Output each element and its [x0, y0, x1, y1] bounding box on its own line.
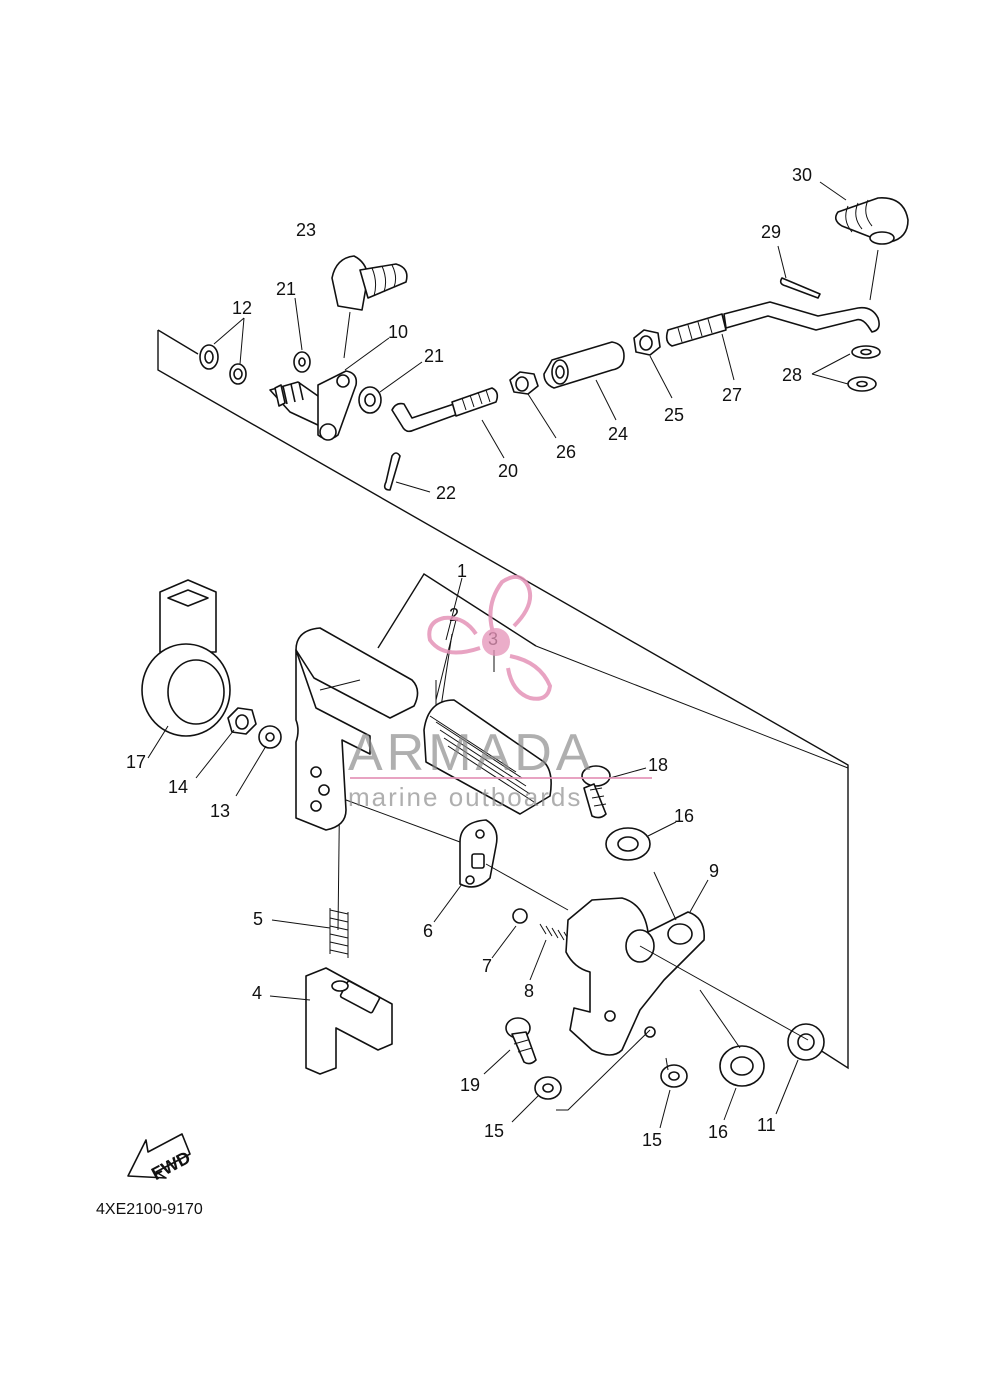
callout-25: 25: [664, 405, 684, 425]
part-5-spring: [329, 908, 349, 958]
part-23-boot: [331, 255, 408, 311]
armada-watermark: ARMADA marine outboards: [348, 574, 652, 812]
part-11-washer: [787, 1023, 825, 1061]
part-15-washer-right: [660, 1064, 688, 1088]
callout-21b: 21: [424, 346, 444, 366]
callout-26: 26: [556, 442, 576, 462]
propeller-logo-icon: [427, 574, 553, 701]
part-20-rod: [391, 387, 499, 433]
part-13-washer: [258, 725, 282, 749]
watermark-tagline: marine outboards: [348, 782, 582, 812]
lower-leaders: [147, 577, 809, 1129]
callout-1: 1: [457, 561, 467, 581]
callout-18: 18: [648, 755, 668, 775]
callout-20: 20: [498, 461, 518, 481]
callout-15a: 15: [484, 1121, 504, 1141]
part-22-pin: [383, 452, 401, 491]
watermark-brand: ARMADA: [348, 724, 594, 782]
callout-labels: 1 2 3 4 5 6 7 8 9 10 11 12 13 14 15 15 1…: [126, 165, 812, 1150]
callout-7: 7: [482, 956, 492, 976]
callout-17: 17: [126, 752, 146, 772]
part-25-nut: [633, 329, 661, 356]
part-16-washer-upper: [605, 827, 651, 861]
part-6-plate: [459, 819, 498, 888]
callout-13: 13: [210, 801, 230, 821]
part-26-nut: [509, 371, 539, 395]
upper-leaders: [213, 181, 879, 493]
callout-29: 29: [761, 222, 781, 242]
part-10-lever: [269, 370, 358, 441]
callout-9: 9: [709, 861, 719, 881]
part-9-bracket: [565, 897, 705, 1056]
callout-16b: 16: [708, 1122, 728, 1142]
callout-8: 8: [524, 981, 534, 1001]
part-30-boot: [834, 197, 909, 245]
callout-5: 5: [253, 909, 263, 929]
part-21-washers: [293, 351, 382, 414]
part-29-clip: [779, 277, 821, 299]
part-17-ring-bracket: [141, 579, 231, 737]
callout-28: 28: [782, 365, 802, 385]
part-24-joint: [543, 341, 625, 389]
part-7-ball: [512, 908, 528, 924]
part-1-lever-housing: [295, 627, 419, 831]
callout-2: 2: [449, 605, 459, 625]
callout-12: 12: [232, 298, 252, 318]
fwd-arrow: FWD: [127, 1133, 194, 1184]
callout-11: 11: [757, 1115, 776, 1135]
part-8-spring: [539, 923, 571, 943]
part-19-bolt: [505, 1017, 537, 1065]
callout-30: 30: [792, 165, 812, 185]
callout-23: 23: [296, 220, 316, 240]
callout-19: 19: [460, 1075, 480, 1095]
part-14-nut: [227, 707, 257, 735]
part-4-block: [305, 967, 393, 1075]
upper-frame-lines: [157, 329, 849, 1070]
part-15-washer-left: [534, 1076, 562, 1100]
part-16-washer-lower: [719, 1045, 765, 1087]
callout-27: 27: [722, 385, 742, 405]
part-18-bolt: [581, 765, 611, 819]
callout-14: 14: [168, 777, 188, 797]
callout-4: 4: [252, 983, 262, 1003]
part-12-washers: [199, 344, 247, 385]
part-27-shift-rod: [665, 301, 880, 347]
callout-6: 6: [423, 921, 433, 941]
callout-22: 22: [436, 483, 456, 503]
callout-16a: 16: [674, 806, 694, 826]
part-2-grille: [423, 699, 552, 815]
callout-15b: 15: [642, 1130, 662, 1150]
part-28-washers: [847, 345, 881, 392]
callout-10: 10: [388, 322, 408, 342]
callout-21a: 21: [276, 279, 296, 299]
diagram-part-code: 4XE2100-9170: [96, 1201, 203, 1218]
callout-24: 24: [608, 424, 628, 444]
